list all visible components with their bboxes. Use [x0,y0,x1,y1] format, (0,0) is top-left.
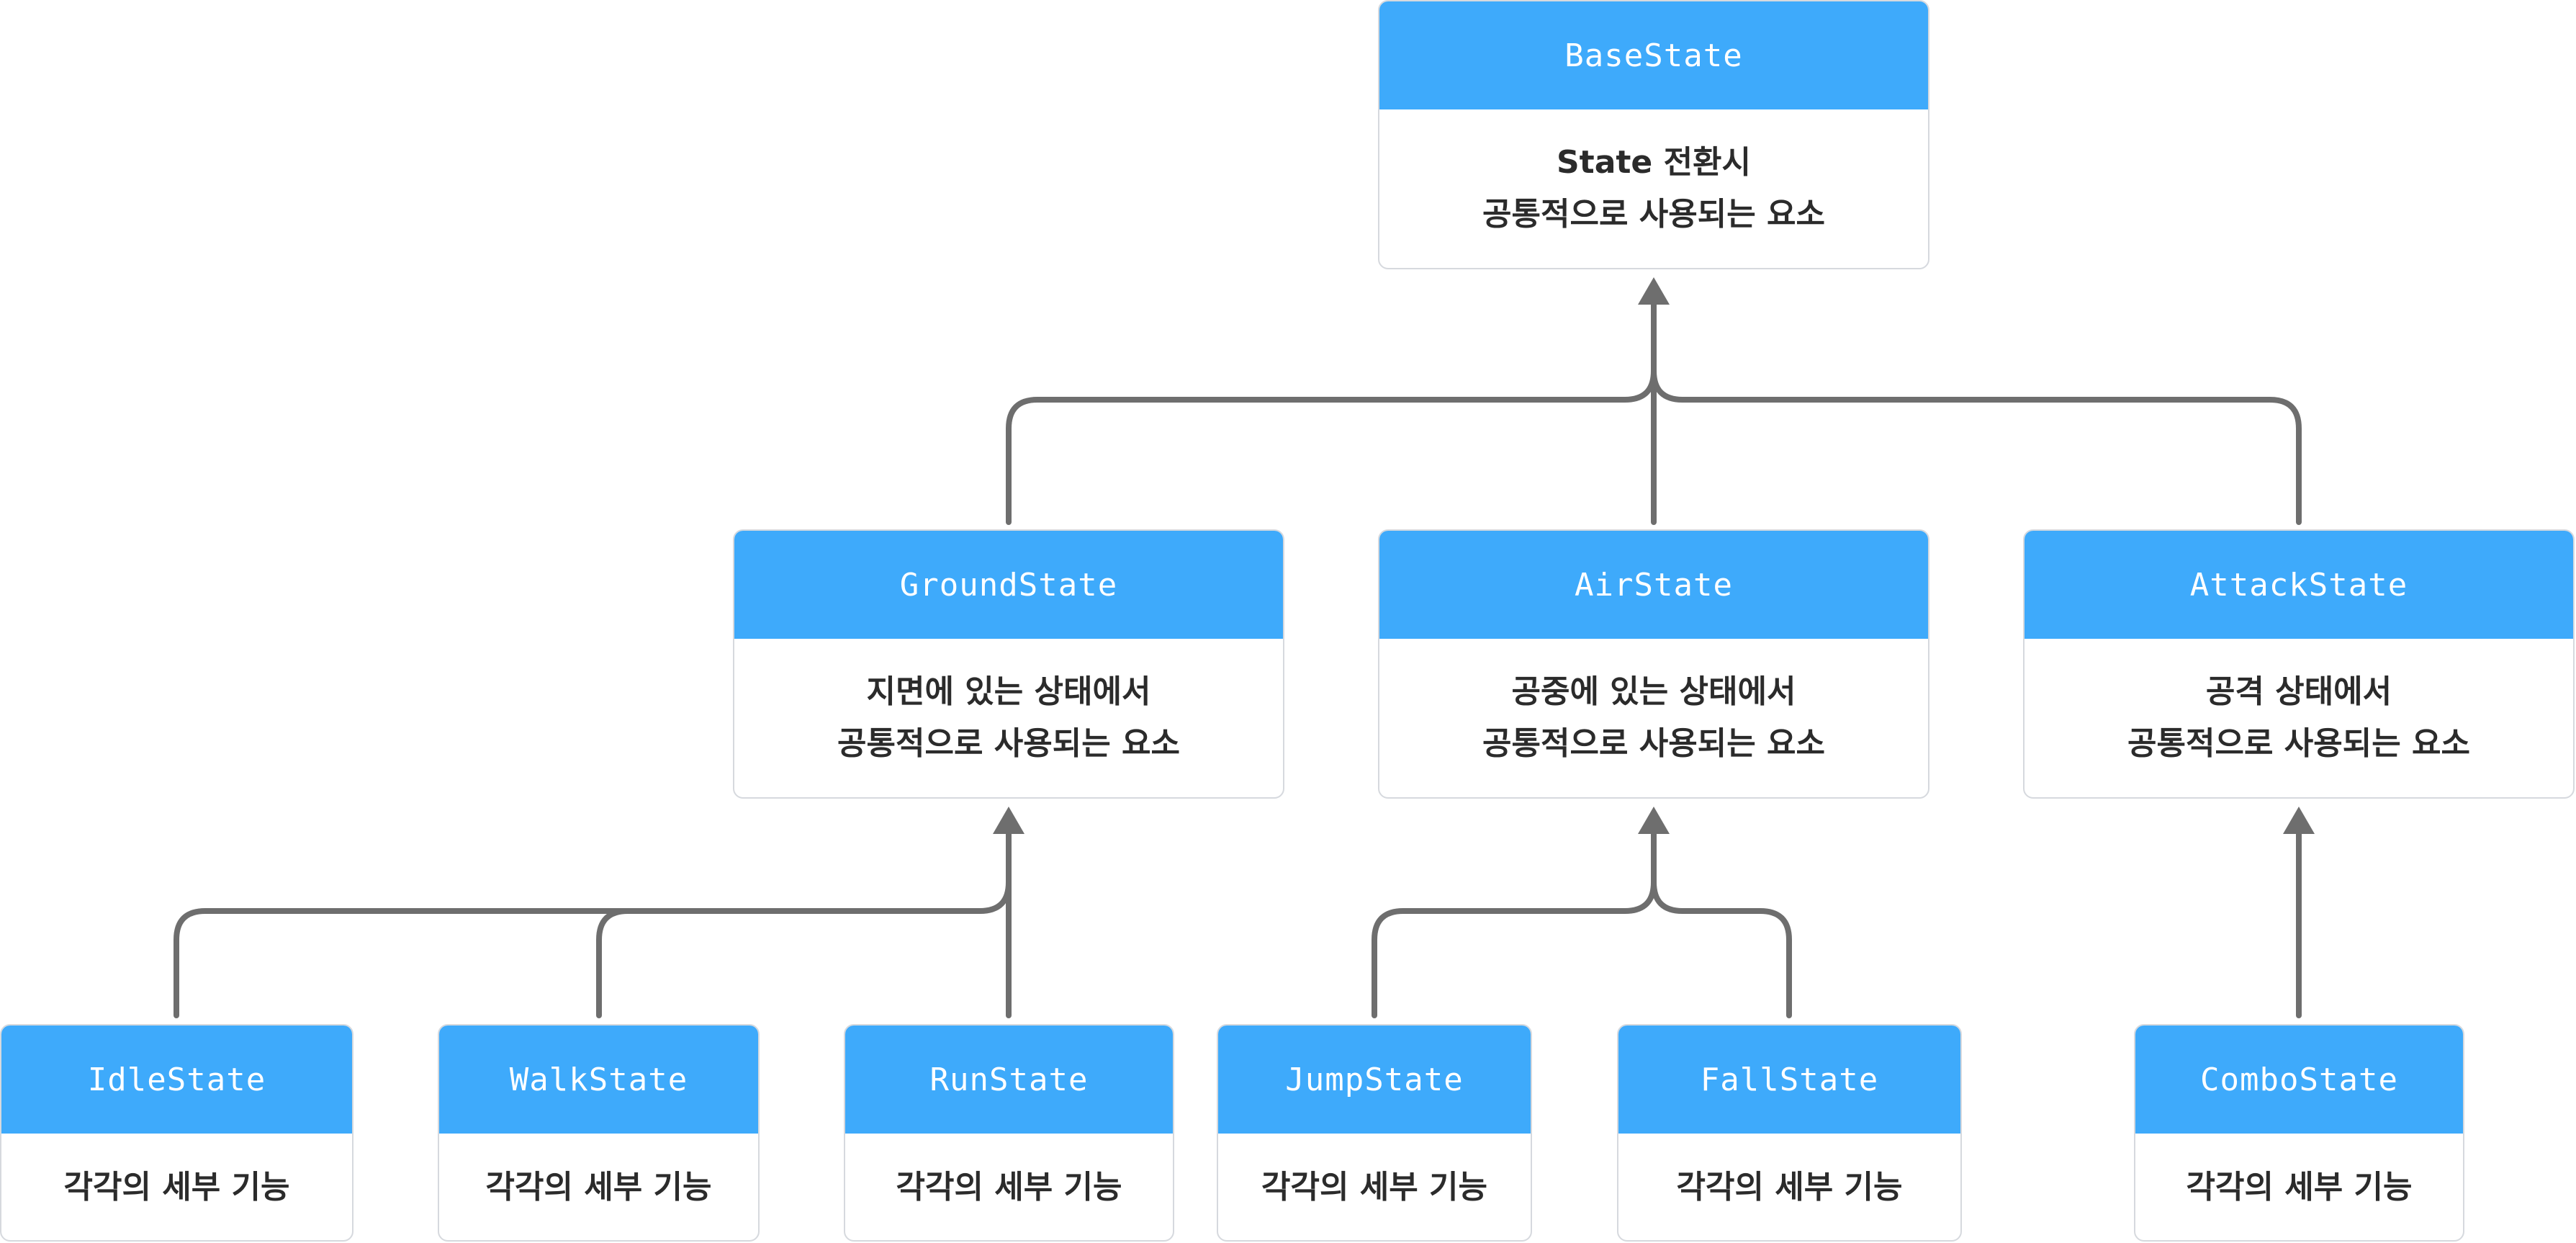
node-run-state: RunState 각각의 세부 기능 [844,1024,1174,1242]
connector-jump-to-air [1372,822,1657,1018]
node-fall-state-title: FallState [1618,1026,1960,1134]
node-walk-state-description: 각각의 세부 기능 [485,1169,712,1206]
node-jump-state: JumpState 각각의 세부 기능 [1217,1024,1532,1242]
arrowhead-base [1638,277,1670,305]
node-attack-state: AttackState 공격 상태에서 공통적으로 사용되는 요소 [2023,529,2575,799]
node-attack-state-line2: 공통적으로 사용되는 요소 [2127,725,2470,762]
node-combo-state-title: ComboState [2135,1026,2463,1134]
node-jump-state-description: 각각의 세부 기능 [1261,1169,1487,1206]
node-base-state-title: BaseState [1379,1,1928,109]
node-fall-state-description: 각각의 세부 기능 [1676,1169,1903,1206]
node-combo-state-description: 각각의 세부 기능 [2186,1169,2413,1206]
node-base-state-line2: 공통적으로 사용되는 요소 [1482,196,1825,233]
node-walk-state-title: WalkState [439,1026,758,1134]
node-idle-state: IdleState 각각의 세부 기능 [0,1024,353,1242]
node-ground-state: GroundState 지면에 있는 상태에서 공통적으로 사용되는 요소 [733,529,1284,799]
node-ground-state-line2: 공통적으로 사용되는 요소 [837,725,1180,762]
connector-walk-to-ground [596,908,631,1018]
node-attack-state-line1: 공격 상태에서 [2205,673,2392,710]
node-run-state-description: 각각의 세부 기능 [896,1169,1122,1206]
node-air-state-line1: 공중에 있는 상태에서 [1511,673,1796,710]
node-fall-state: FallState 각각의 세부 기능 [1617,1024,1962,1242]
arrowhead-ground [993,807,1024,834]
node-walk-state: WalkState 각각의 세부 기능 [438,1024,760,1242]
node-run-state-title: RunState [845,1026,1173,1134]
node-ground-state-title: GroundState [734,531,1283,639]
node-idle-state-title: IdleState [1,1026,352,1134]
node-ground-state-line1: 지면에 있는 상태에서 [866,673,1151,710]
node-base-state: BaseState State 전환시 공통적으로 사용되는 요소 [1378,0,1929,269]
arrowhead-air [1638,807,1670,834]
node-idle-state-description: 각각의 세부 기능 [63,1169,290,1206]
arrowhead-attack [2283,807,2315,834]
node-combo-state: ComboState 각각의 세부 기능 [2134,1024,2464,1242]
connector-attack-to-base [1651,368,2302,525]
node-air-state-title: AirState [1379,531,1928,639]
node-ground-state-description: 지면에 있는 상태에서 공통적으로 사용되는 요소 [734,639,1283,797]
node-base-state-line1: State 전환시 [1556,144,1752,181]
connector-fall-to-air [1651,879,1792,1018]
node-air-state-description: 공중에 있는 상태에서 공통적으로 사용되는 요소 [1379,639,1928,797]
node-attack-state-title: AttackState [2025,531,2573,639]
node-air-state: AirState 공중에 있는 상태에서 공통적으로 사용되는 요소 [1378,529,1929,799]
connector-idle-to-ground [174,822,1012,1018]
node-base-state-description: State 전환시 공통적으로 사용되는 요소 [1379,109,1928,268]
connector-ground-to-base [1006,292,1657,525]
node-attack-state-description: 공격 상태에서 공통적으로 사용되는 요소 [2025,639,2573,797]
node-air-state-line2: 공통적으로 사용되는 요소 [1482,725,1825,762]
node-jump-state-title: JumpState [1218,1026,1531,1134]
